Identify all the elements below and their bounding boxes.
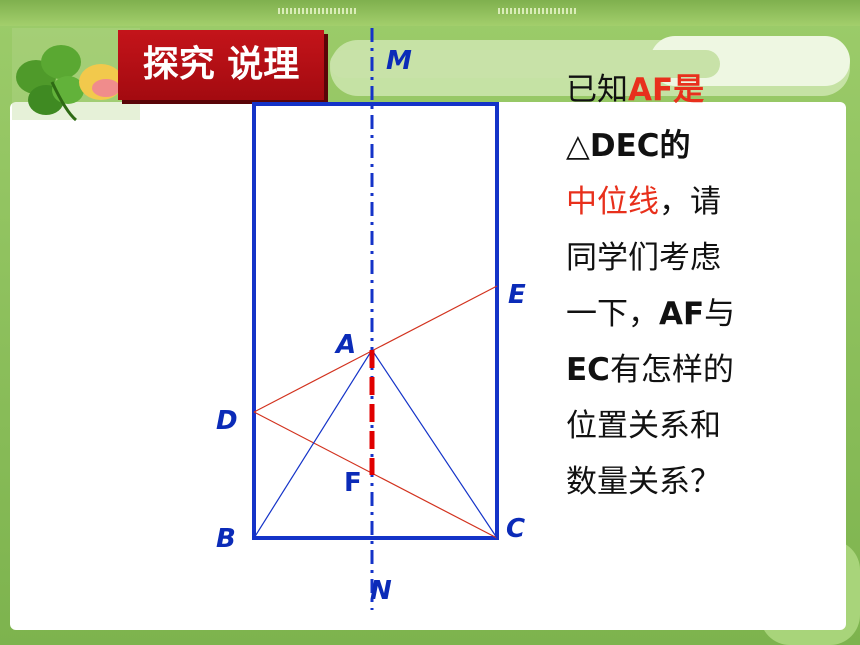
grip-left bbox=[278, 8, 358, 14]
question-line-7: 位置关系和 bbox=[566, 408, 721, 444]
section-badge-title: 探究 说理 bbox=[142, 44, 300, 85]
q6a: EC bbox=[566, 352, 610, 388]
question-line-4: 同学们考虑 bbox=[566, 240, 721, 276]
question-line-1: 已知AF是 bbox=[566, 62, 806, 118]
question-text: 已知AF是 △DEC的 中位线，请 同学们考虑 一下，AF与 EC有怎样的 位置… bbox=[566, 62, 806, 510]
q5b: AF bbox=[659, 296, 705, 332]
question-line-2: △DEC的 bbox=[566, 128, 691, 164]
label-c: C bbox=[506, 514, 526, 544]
segment-ab bbox=[253, 349, 373, 539]
label-a: A bbox=[336, 330, 357, 360]
q3a: 中位线 bbox=[566, 184, 659, 220]
rectangle-outline bbox=[252, 102, 499, 540]
grip-right bbox=[498, 8, 578, 14]
question-line-3: 中位线，请 bbox=[566, 174, 806, 230]
q1a: 已知 bbox=[566, 72, 628, 108]
top-bar bbox=[0, 0, 860, 26]
segment-dc bbox=[253, 411, 498, 539]
content-board bbox=[10, 102, 846, 630]
segment-de bbox=[253, 285, 498, 413]
label-e: E bbox=[508, 280, 526, 310]
q5a: 一下， bbox=[566, 296, 659, 332]
label-d: D bbox=[216, 406, 238, 436]
section-badge: 探究 说理 bbox=[118, 30, 324, 100]
label-n: N bbox=[370, 576, 392, 606]
question-line-5: 一下，AF与 bbox=[566, 286, 806, 342]
segment-ac bbox=[371, 349, 498, 539]
label-b: B bbox=[216, 524, 236, 554]
label-m: M bbox=[386, 46, 412, 76]
question-line-8: 数量关系？ bbox=[566, 464, 721, 500]
q5c: 与 bbox=[704, 296, 736, 332]
q1b: AF是 bbox=[628, 72, 705, 108]
q3b: ，请 bbox=[659, 184, 721, 220]
q6b: 有怎样的 bbox=[609, 352, 734, 388]
question-line-6: EC有怎样的 bbox=[566, 342, 806, 398]
label-f: F bbox=[344, 468, 362, 498]
